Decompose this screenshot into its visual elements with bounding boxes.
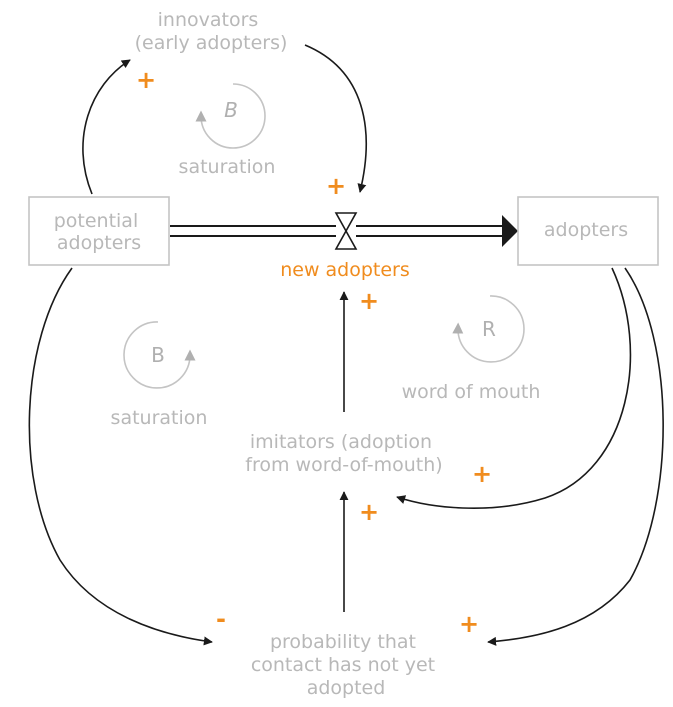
loop-letter-b: B (151, 343, 165, 367)
new-adopters-label: new adopters (280, 259, 410, 281)
loop-arrow-icon (123, 321, 196, 389)
innovators-label: innovators (early adopters) (135, 9, 288, 54)
loop-arrow-icon (452, 295, 525, 363)
link-potential-to-innovators (82, 59, 131, 195)
polarity-potential-to-probability: - (216, 605, 226, 633)
adopters-label: adopters (544, 219, 628, 241)
polarity-potential-to-innovators: + (136, 66, 156, 94)
flow-valve-icon (334, 212, 358, 250)
polarity-probability-to-imitators: + (359, 498, 379, 526)
imitators-label: imitators (adoption from word-of-mouth) (245, 431, 442, 476)
polarity-adopters-to-imitators: + (472, 460, 492, 488)
loop-letter-b: B (224, 98, 238, 122)
loop-letter-r: R (482, 317, 496, 341)
loop-name-saturation: saturation (111, 407, 208, 429)
probability-label: probability that contact has not yet ado… (251, 631, 441, 699)
loop-saturation-top: B saturation (179, 83, 276, 178)
link-potential-to-probability (28, 267, 213, 646)
adopters-stock (517, 196, 659, 266)
loop-saturation-left: B saturation (111, 321, 208, 429)
loop-arrow-icon (195, 83, 266, 149)
potential-adopters-stock (28, 196, 170, 266)
loop-word-of-mouth: R word of mouth (402, 295, 541, 403)
link-innovators-to-flow (304, 44, 367, 193)
polarity-adopters-to-probability: + (459, 610, 479, 638)
flow-arrowhead (502, 215, 518, 247)
polarity-imitators-to-flow: + (359, 287, 379, 315)
potential-adopters-label: potential adopters (54, 210, 145, 254)
link-adopters-to-probability (487, 267, 664, 646)
loop-name-saturation: saturation (179, 156, 276, 178)
link-adopters-to-imitators (396, 267, 632, 509)
loop-name-word-of-mouth: word of mouth (402, 381, 541, 403)
adoption-flow-pipe (170, 215, 518, 247)
polarity-innovators-to-flow: + (326, 172, 346, 200)
